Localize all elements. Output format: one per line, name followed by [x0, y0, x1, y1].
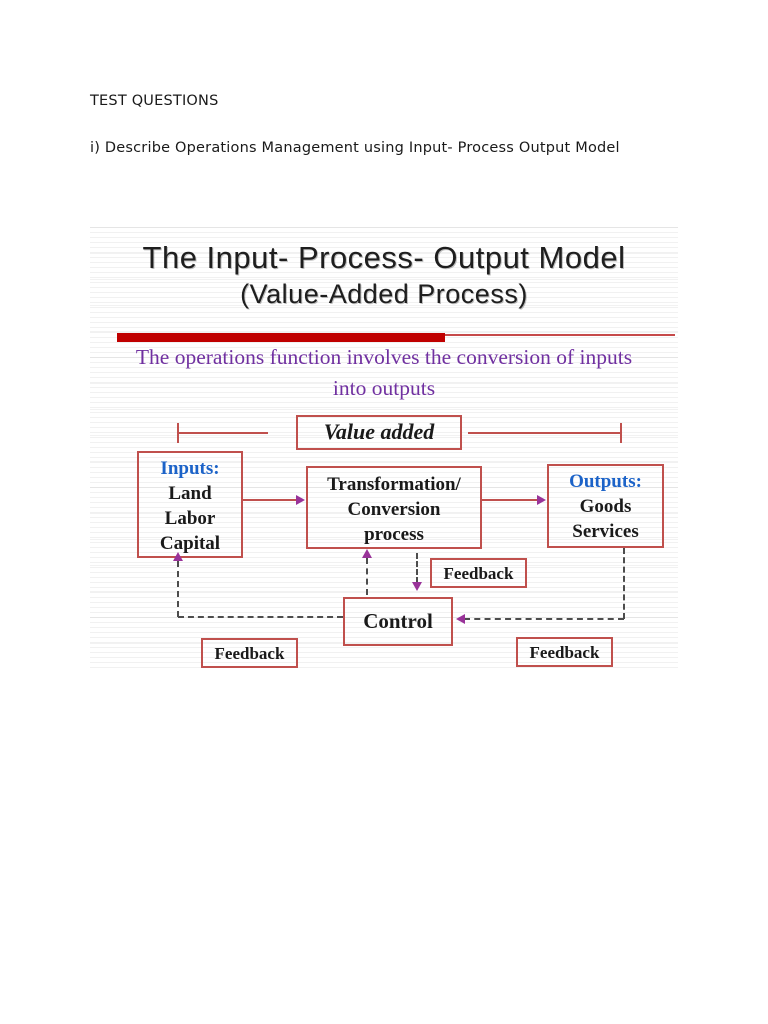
- feedback-middle-label: Feedback: [443, 564, 514, 583]
- outputs-item-services: Services: [572, 521, 639, 542]
- arrow-process-to-outputs-line: [482, 499, 539, 501]
- feedback-box-bottom-left: Feedback: [201, 638, 298, 668]
- arrow-process-to-outputs-head: [537, 495, 546, 505]
- feedback-box-bottom-right: Feedback: [516, 637, 613, 667]
- value-added-right-tick: [620, 423, 622, 443]
- slide-subtitle-line1: The operations function involves the con…: [135, 345, 633, 369]
- accent-thin-line: [445, 334, 675, 336]
- process-box: Transformation/ Conversion process: [306, 466, 482, 549]
- accent-bar: [117, 333, 445, 342]
- outputs-box: Outputs: Goods Services: [547, 464, 664, 548]
- process-line-2: Conversion: [347, 499, 441, 520]
- slide-title-line2: (Value-Added Process): [240, 279, 528, 309]
- value-added-left-line: [178, 432, 268, 434]
- arrow-feedback-to-inputs-head: [173, 552, 183, 561]
- slide-subtitle-line2: into outputs: [332, 376, 436, 400]
- slide-title-line1: The Input- Process- Output Model: [142, 240, 626, 275]
- page-heading: TEST QUESTIONS: [90, 93, 219, 109]
- arrow-control-to-process-head: [362, 549, 372, 558]
- arrow-process-to-feedback-line: [416, 553, 418, 583]
- control-label: Control: [363, 609, 433, 633]
- feedback-left-horizontal-line: [178, 616, 343, 618]
- process-line-3: process: [364, 524, 424, 545]
- arrow-inputs-to-process-line: [243, 499, 298, 501]
- process-line-1: Transformation/: [327, 474, 461, 495]
- arrow-process-to-feedback-head: [412, 582, 422, 591]
- inputs-item-capital: Capital: [159, 533, 221, 554]
- value-added-right-line: [468, 432, 621, 434]
- arrow-inputs-to-process-head: [296, 495, 305, 505]
- control-box: Control: [343, 597, 453, 646]
- feedback-box-middle: Feedback: [430, 558, 527, 588]
- inputs-item-land: Land: [168, 483, 212, 504]
- arrow-control-to-process-line: [366, 558, 368, 595]
- feedback-left-vertical-line: [177, 561, 179, 617]
- feedback-right-horizontal-line: [464, 618, 624, 620]
- value-added-label: Value added: [323, 419, 435, 444]
- value-added-box: Value added: [296, 415, 462, 450]
- outputs-item-goods: Goods: [579, 496, 632, 517]
- arrow-feedback-to-control-head: [456, 614, 465, 624]
- question-text: i) Describe Operations Management using …: [90, 140, 620, 156]
- outputs-box-title: Outputs:: [569, 471, 642, 492]
- feedback-bottom-right-label: Feedback: [529, 643, 600, 662]
- feedback-right-vertical-line: [623, 548, 625, 619]
- feedback-bottom-left-label: Feedback: [214, 644, 285, 663]
- slide-image: The Input- Process- Output Model (Value-…: [90, 227, 678, 668]
- inputs-item-labor: Labor: [164, 508, 216, 529]
- inputs-box-title: Inputs:: [160, 458, 220, 479]
- inputs-box: Inputs: Land Labor Capital: [137, 451, 243, 558]
